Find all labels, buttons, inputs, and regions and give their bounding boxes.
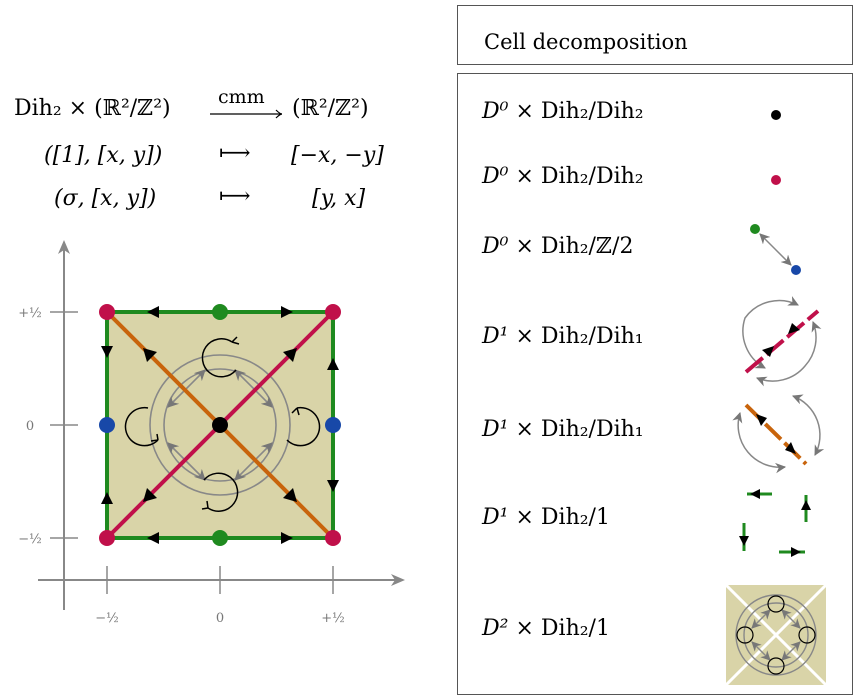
corner-vertex (325, 530, 341, 546)
panel-row-6-label: D¹ × Dih₂/1 (482, 505, 610, 530)
axes (38, 240, 405, 610)
map-row-1-output: [−x, −y] (291, 143, 384, 168)
rotation-loops (124, 336, 321, 512)
inner-orbit-circles (149, 354, 291, 496)
map-arrow-label: cmm (218, 86, 265, 108)
x-tick-right: +½ (321, 611, 345, 626)
edge-midpoint-vertex (212, 304, 228, 320)
map-row-2-output: [y, x] (312, 186, 366, 211)
panel-title: Cell decomposition (484, 30, 688, 54)
map-domain: Dih₂ × (ℝ²/ℤ²) (14, 96, 171, 121)
gray-double-arrows (167, 369, 273, 481)
diagonal-arrows (143, 348, 297, 502)
map-lhs: Dih₂ × (ℝ²/ℤ²) (14, 96, 171, 121)
map-arrow (210, 109, 283, 119)
panel-row-7-label: D² × Dih₂/1 (482, 616, 610, 641)
orange-segment-orbit-icon (732, 394, 825, 474)
green-blue-dot-pair-icon (750, 224, 801, 275)
edge-midpoint-vertex (325, 417, 341, 433)
y-tick-mid: 0 (26, 419, 34, 434)
center-vertex (212, 417, 228, 433)
map-row-1-input: ([1], [x, y]) (44, 143, 163, 168)
panel-row-1-label: D⁰ × Dih₂/Dih₂ (482, 99, 644, 124)
edge-midpoint-vertex (212, 530, 228, 546)
corner-vertex (99, 530, 115, 546)
panel-row-5-label: D¹ × Dih₂/Dih₁ (482, 417, 644, 442)
panel-row-4-label: D¹ × Dih₂/Dih₁ (482, 324, 644, 349)
edge-arrows (101, 306, 339, 544)
panel-body (457, 73, 853, 695)
y-tick-top: +½ (18, 306, 42, 321)
x-tick-left: −½ (95, 611, 119, 626)
panel-title-box: Cell decomposition (457, 5, 853, 65)
panel-row-3-label: D⁰ × Dih₂/ℤ/2 (482, 234, 634, 259)
map-codomain: (ℝ²/ℤ²) (292, 96, 369, 121)
map-row-2-arrow: ⟼ (219, 184, 251, 209)
corner-vertex (325, 304, 341, 320)
map-row-2-input: (σ, [x, y]) (54, 186, 157, 211)
panel-row-2-label: D⁰ × Dih₂/Dih₂ (482, 164, 644, 189)
green-edge-orbit-icon (739, 489, 811, 557)
black-dot-icon (771, 110, 781, 120)
x-tick-mid: 0 (216, 611, 224, 626)
red-segment-orbit-icon (742, 296, 822, 387)
square-face-orbit-icon (724, 583, 828, 687)
edge-midpoint-vertex (99, 417, 115, 433)
map-row-1-arrow: ⟼ (219, 141, 251, 166)
corner-vertex (99, 304, 115, 320)
map-rhs: (ℝ²/ℤ²) (292, 96, 369, 121)
y-tick-bottom: −½ (18, 532, 42, 547)
red-dot-icon (771, 175, 781, 185)
